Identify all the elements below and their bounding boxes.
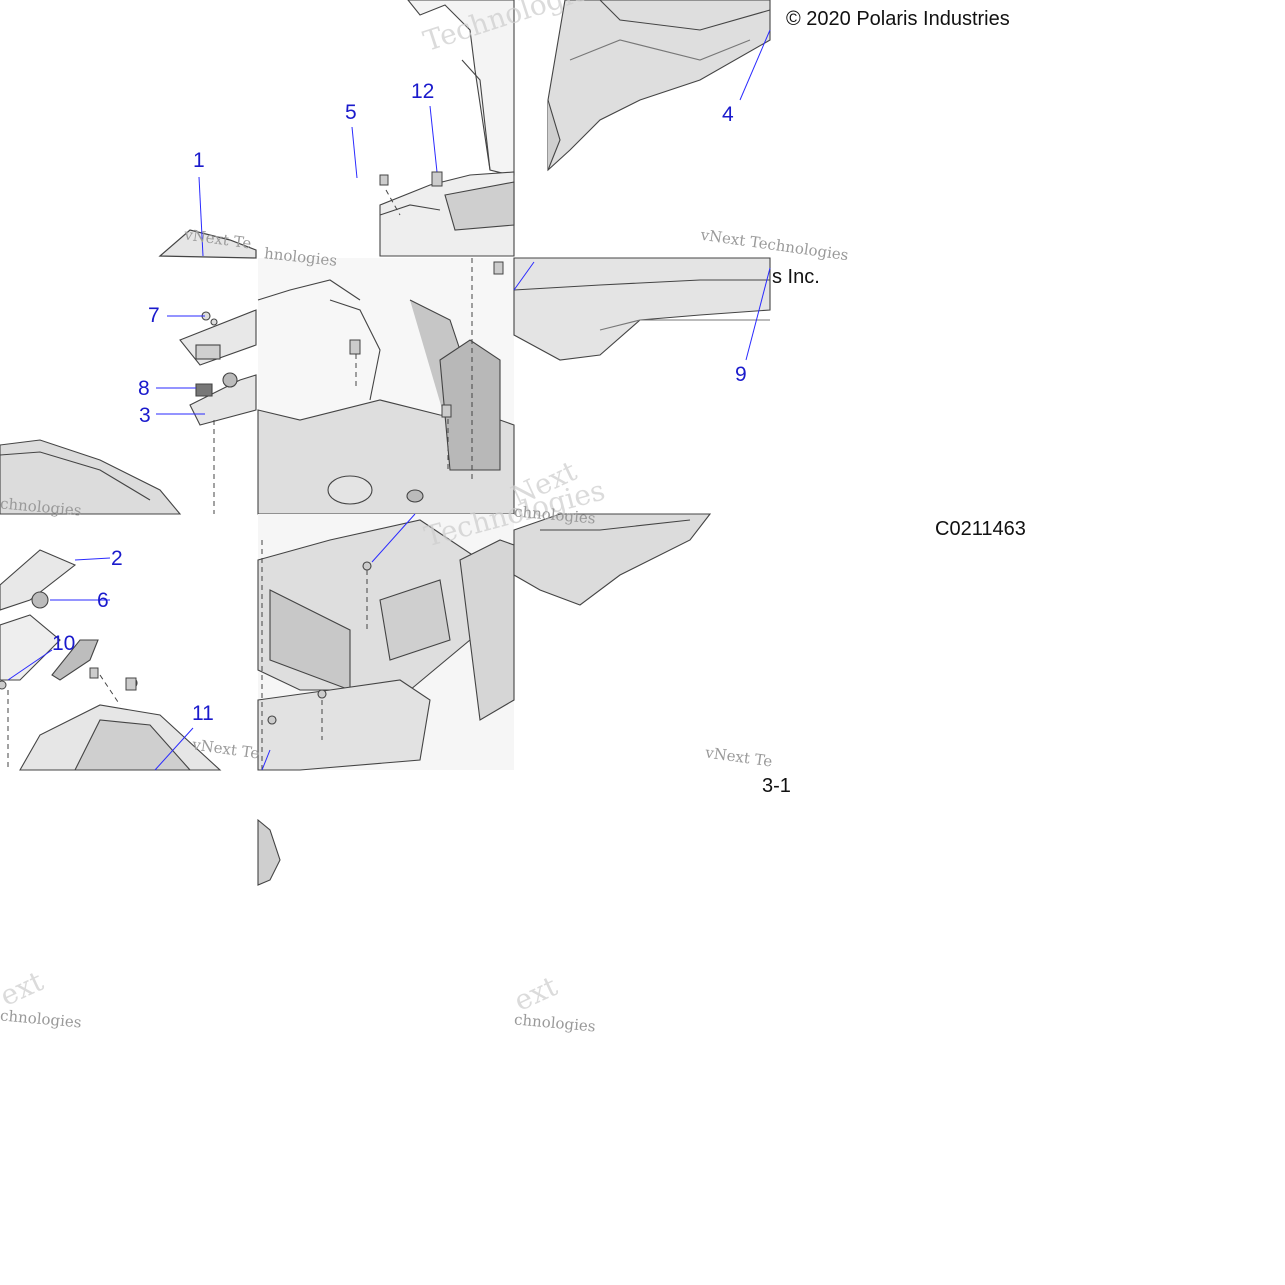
callout-1: 1 <box>193 149 205 172</box>
assembly-dash-lines <box>7 189 473 770</box>
part-storage-box-lower <box>257 514 515 771</box>
copyright-tail-text: s Inc. <box>772 266 820 288</box>
fasteners <box>0 171 504 691</box>
part-4-rear-fender-right <box>547 0 771 172</box>
callout-10: 10 <box>52 632 76 655</box>
copyright-text: © 2020 Polaris Industries <box>786 8 1010 30</box>
page-reference: 3-1 <box>762 775 791 797</box>
callout-12: 12 <box>411 80 435 103</box>
part-storage-box <box>257 258 515 515</box>
callout-4: 4 <box>722 103 734 126</box>
callout-6: 6 <box>97 589 109 612</box>
callout-9: 9 <box>735 363 747 386</box>
callout-8: 8 <box>138 377 150 400</box>
part-fender-upper <box>407 0 515 176</box>
callout-7: 7 <box>148 304 160 327</box>
part-fender-lower-right <box>513 513 712 606</box>
part-2-bracket <box>0 549 222 771</box>
callout-11: 11 <box>192 702 214 725</box>
part-3-mount-plate <box>179 309 257 426</box>
callout-5: 5 <box>345 101 357 124</box>
part-fender-left <box>0 439 182 515</box>
part-fragment <box>257 818 281 886</box>
part-rear-fender-top-left <box>158 229 257 259</box>
part-9-fender-trim <box>513 257 771 361</box>
part-storage-box-lid-area <box>379 171 515 257</box>
callout-2: 2 <box>111 547 123 570</box>
callout-3: 3 <box>139 404 151 427</box>
figure-code: C0211463 <box>935 518 1026 540</box>
leader-lines <box>7 29 771 771</box>
